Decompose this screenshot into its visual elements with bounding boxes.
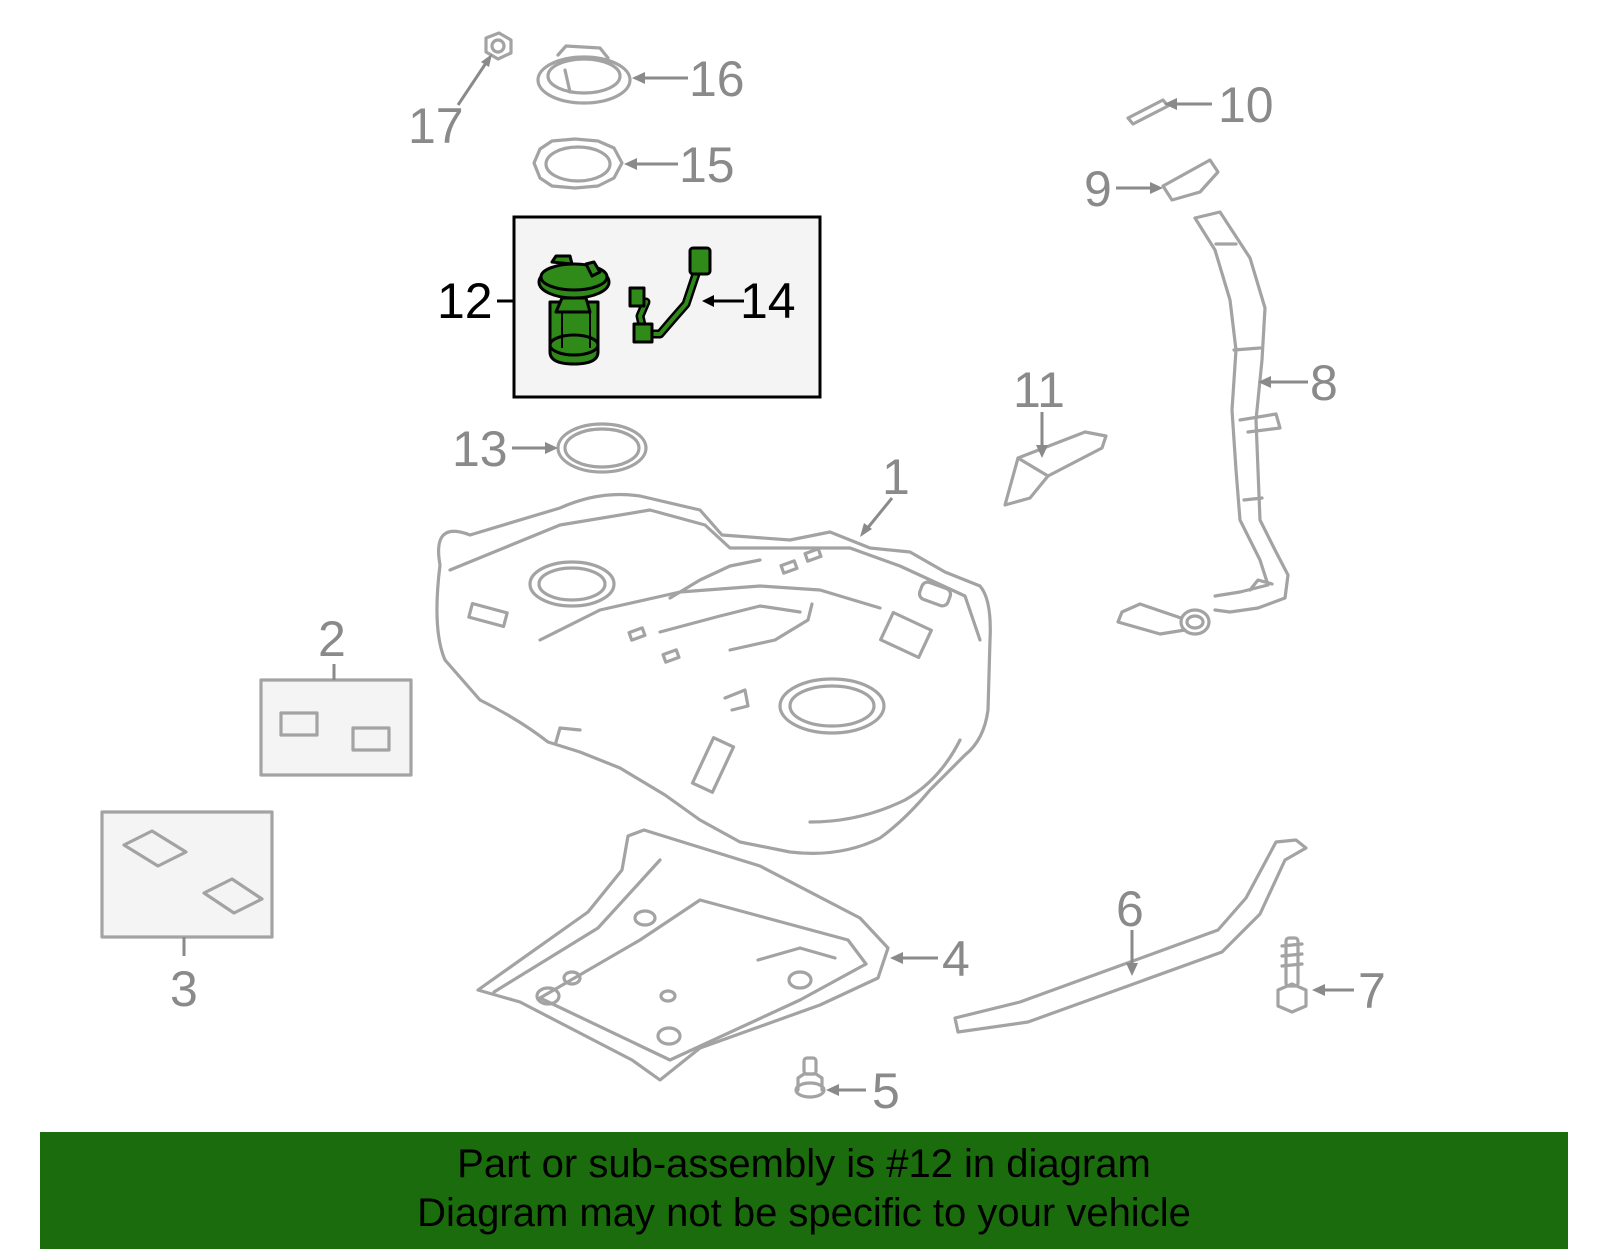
callout-4: 4 xyxy=(942,931,970,987)
callout-13: 13 xyxy=(452,421,508,477)
parts-diagram: 17 16 15 12 xyxy=(100,31,1386,1119)
part-10-clip xyxy=(1126,98,1212,126)
part-5-bolt xyxy=(794,1056,866,1099)
callout-14: 14 xyxy=(740,273,796,329)
callout-7: 7 xyxy=(1358,963,1386,1019)
part-14-harness xyxy=(628,246,744,344)
callout-3: 3 xyxy=(170,961,198,1017)
info-banner: Part or sub-assembly is #12 in diagram D… xyxy=(40,1132,1568,1249)
callout-1: 1 xyxy=(882,449,910,505)
part-6-strap xyxy=(953,838,1308,1034)
callout-8: 8 xyxy=(1310,355,1338,411)
part-9-bracket xyxy=(1116,158,1220,202)
part-4-skid-plate xyxy=(476,828,938,1082)
callout-6: 6 xyxy=(1116,881,1144,937)
callout-9: 9 xyxy=(1084,161,1112,217)
part-16-lock-ring xyxy=(536,44,688,105)
callout-12: 12 xyxy=(437,273,493,329)
part-8-filler-pipe xyxy=(1116,210,1308,636)
part-1-fuel-tank xyxy=(435,492,992,855)
part-2-pad-kit xyxy=(259,664,413,777)
banner-line-1: Part or sub-assembly is #12 in diagram xyxy=(457,1142,1151,1186)
part-7-bolt xyxy=(1276,936,1354,1014)
callout-16: 16 xyxy=(689,51,745,107)
callout-11: 11 xyxy=(1013,362,1065,418)
part-15-retainer xyxy=(532,137,678,190)
callout-10: 10 xyxy=(1218,77,1274,133)
part-13-seal xyxy=(512,422,648,474)
part-3-pad-kit xyxy=(100,810,274,956)
part-12-fuel-pump xyxy=(497,254,611,366)
part-17-nut xyxy=(456,31,513,106)
callout-5: 5 xyxy=(872,1063,900,1119)
callout-2: 2 xyxy=(318,611,346,667)
banner-line-2: Diagram may not be specific to your vehi… xyxy=(417,1191,1191,1235)
part-11-shield xyxy=(1003,412,1108,507)
callout-17: 17 xyxy=(408,98,464,154)
callout-15: 15 xyxy=(679,137,735,193)
